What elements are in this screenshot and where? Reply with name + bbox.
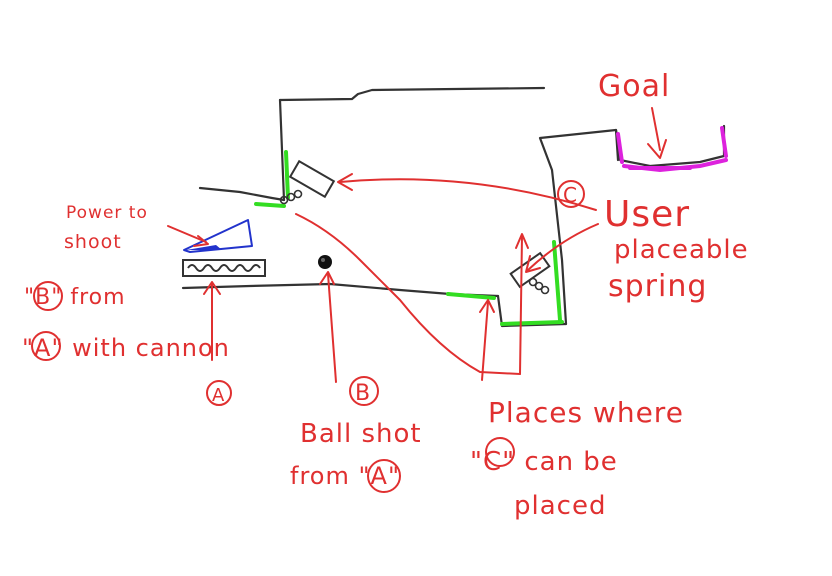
from-a-label: "A" with cannon bbox=[22, 334, 230, 362]
circle-cannon-a bbox=[206, 380, 232, 406]
placeable-zone-step bbox=[500, 320, 564, 326]
spring-left bbox=[279, 159, 336, 205]
from-b-label: "B" from bbox=[24, 285, 126, 310]
circle-from-a bbox=[367, 459, 401, 493]
placeable-zones bbox=[254, 150, 564, 326]
spring-label: spring bbox=[608, 269, 707, 304]
text-labels: Goal Power to shoot "B" from "A" with ca… bbox=[22, 69, 749, 521]
arrow-ball bbox=[327, 273, 337, 383]
arrow-places-2 bbox=[519, 235, 523, 375]
arrow-spring-right bbox=[527, 223, 599, 271]
power-label: Power to bbox=[66, 203, 148, 223]
placed-label: placed bbox=[514, 491, 606, 521]
c-can-be-label: "C" can be bbox=[470, 447, 618, 477]
circle-c-can-be bbox=[485, 437, 515, 467]
circle-c bbox=[557, 180, 585, 208]
goal-zone bbox=[616, 126, 728, 173]
spring-right bbox=[509, 251, 551, 295]
shoot-label: shoot bbox=[64, 231, 122, 253]
ball bbox=[318, 255, 332, 269]
power-meter-triangle bbox=[183, 219, 253, 253]
wall-left-upper bbox=[278, 98, 286, 202]
arrow-power bbox=[167, 225, 207, 243]
ball-b-letter: B bbox=[355, 381, 371, 406]
annotation-arrows bbox=[167, 107, 667, 383]
cannon-a-letter: A bbox=[212, 385, 225, 406]
ball-trajectory bbox=[295, 213, 521, 375]
wall-top bbox=[278, 86, 546, 102]
placeable-zone-right-wall bbox=[552, 240, 562, 322]
from-a-shot-label: from "A" bbox=[290, 462, 400, 490]
placeable-label: placeable bbox=[614, 235, 749, 265]
placeable-zone-left-wall bbox=[284, 150, 290, 200]
user-label: User bbox=[604, 194, 690, 235]
arrow-goal bbox=[651, 107, 661, 151]
placeable-zone-floor bbox=[446, 292, 496, 300]
c-letter: C bbox=[563, 183, 578, 207]
goal-basket bbox=[614, 124, 726, 168]
circle-a-with bbox=[31, 331, 61, 361]
placeable-zone-left-ledge bbox=[254, 202, 286, 208]
wall-left-ledge bbox=[198, 186, 286, 202]
places-where-label: Places where bbox=[488, 396, 684, 429]
cannon bbox=[182, 259, 266, 277]
arrow-spring-left bbox=[339, 178, 597, 211]
circle-b-from bbox=[33, 281, 63, 311]
arrow-places-1 bbox=[481, 301, 489, 381]
circle-ball-b bbox=[349, 376, 379, 406]
goal-label: Goal bbox=[598, 69, 670, 104]
ball-shot-label: Ball shot bbox=[300, 419, 422, 449]
